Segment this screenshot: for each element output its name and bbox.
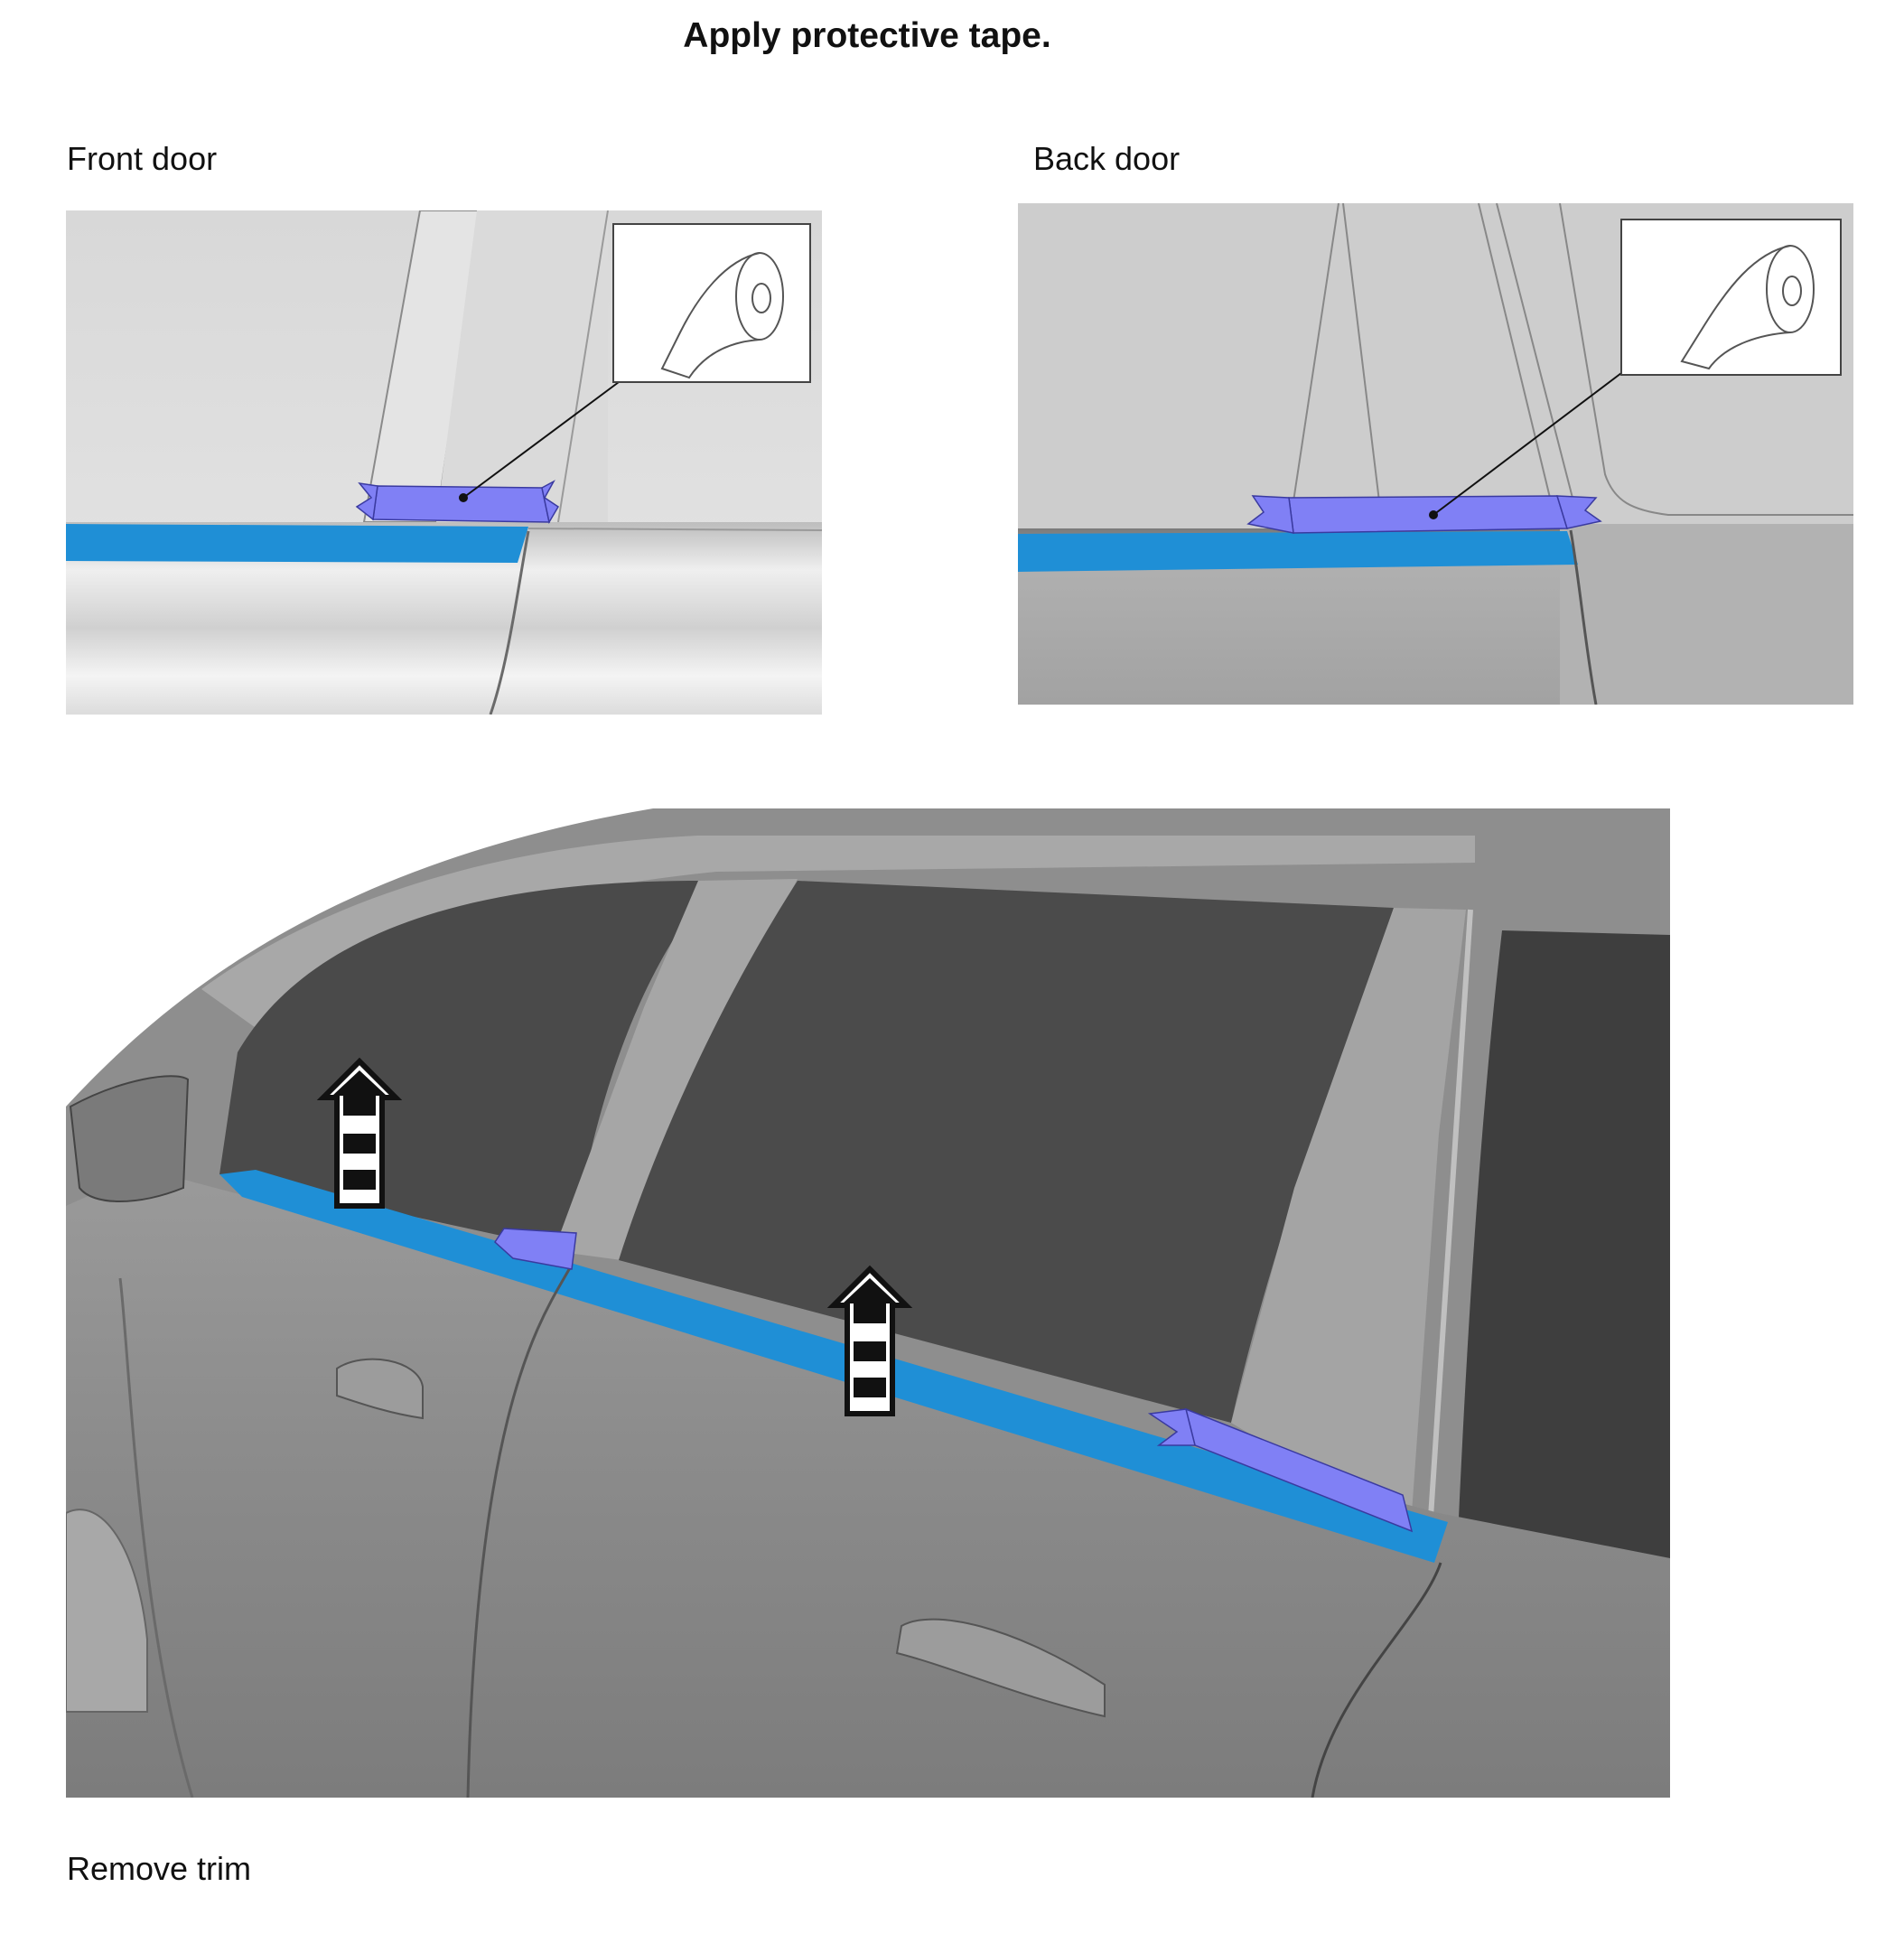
lift-up-arrow-icon	[826, 1265, 913, 1416]
tape-roll-icon	[1680, 245, 1815, 370]
remove-trim-illustration	[66, 808, 1670, 1798]
tape-roll-icon	[660, 252, 784, 379]
remove-trim-caption: Remove trim	[67, 1850, 252, 1887]
page-title: Apply protective tape.	[683, 16, 1051, 55]
lift-up-arrow-icon	[316, 1057, 403, 1209]
front-door-illustration	[66, 210, 822, 715]
back-door-caption: Back door	[1033, 140, 1181, 177]
front-door-caption: Front door	[67, 140, 218, 177]
back-door-illustration	[1018, 203, 1853, 705]
